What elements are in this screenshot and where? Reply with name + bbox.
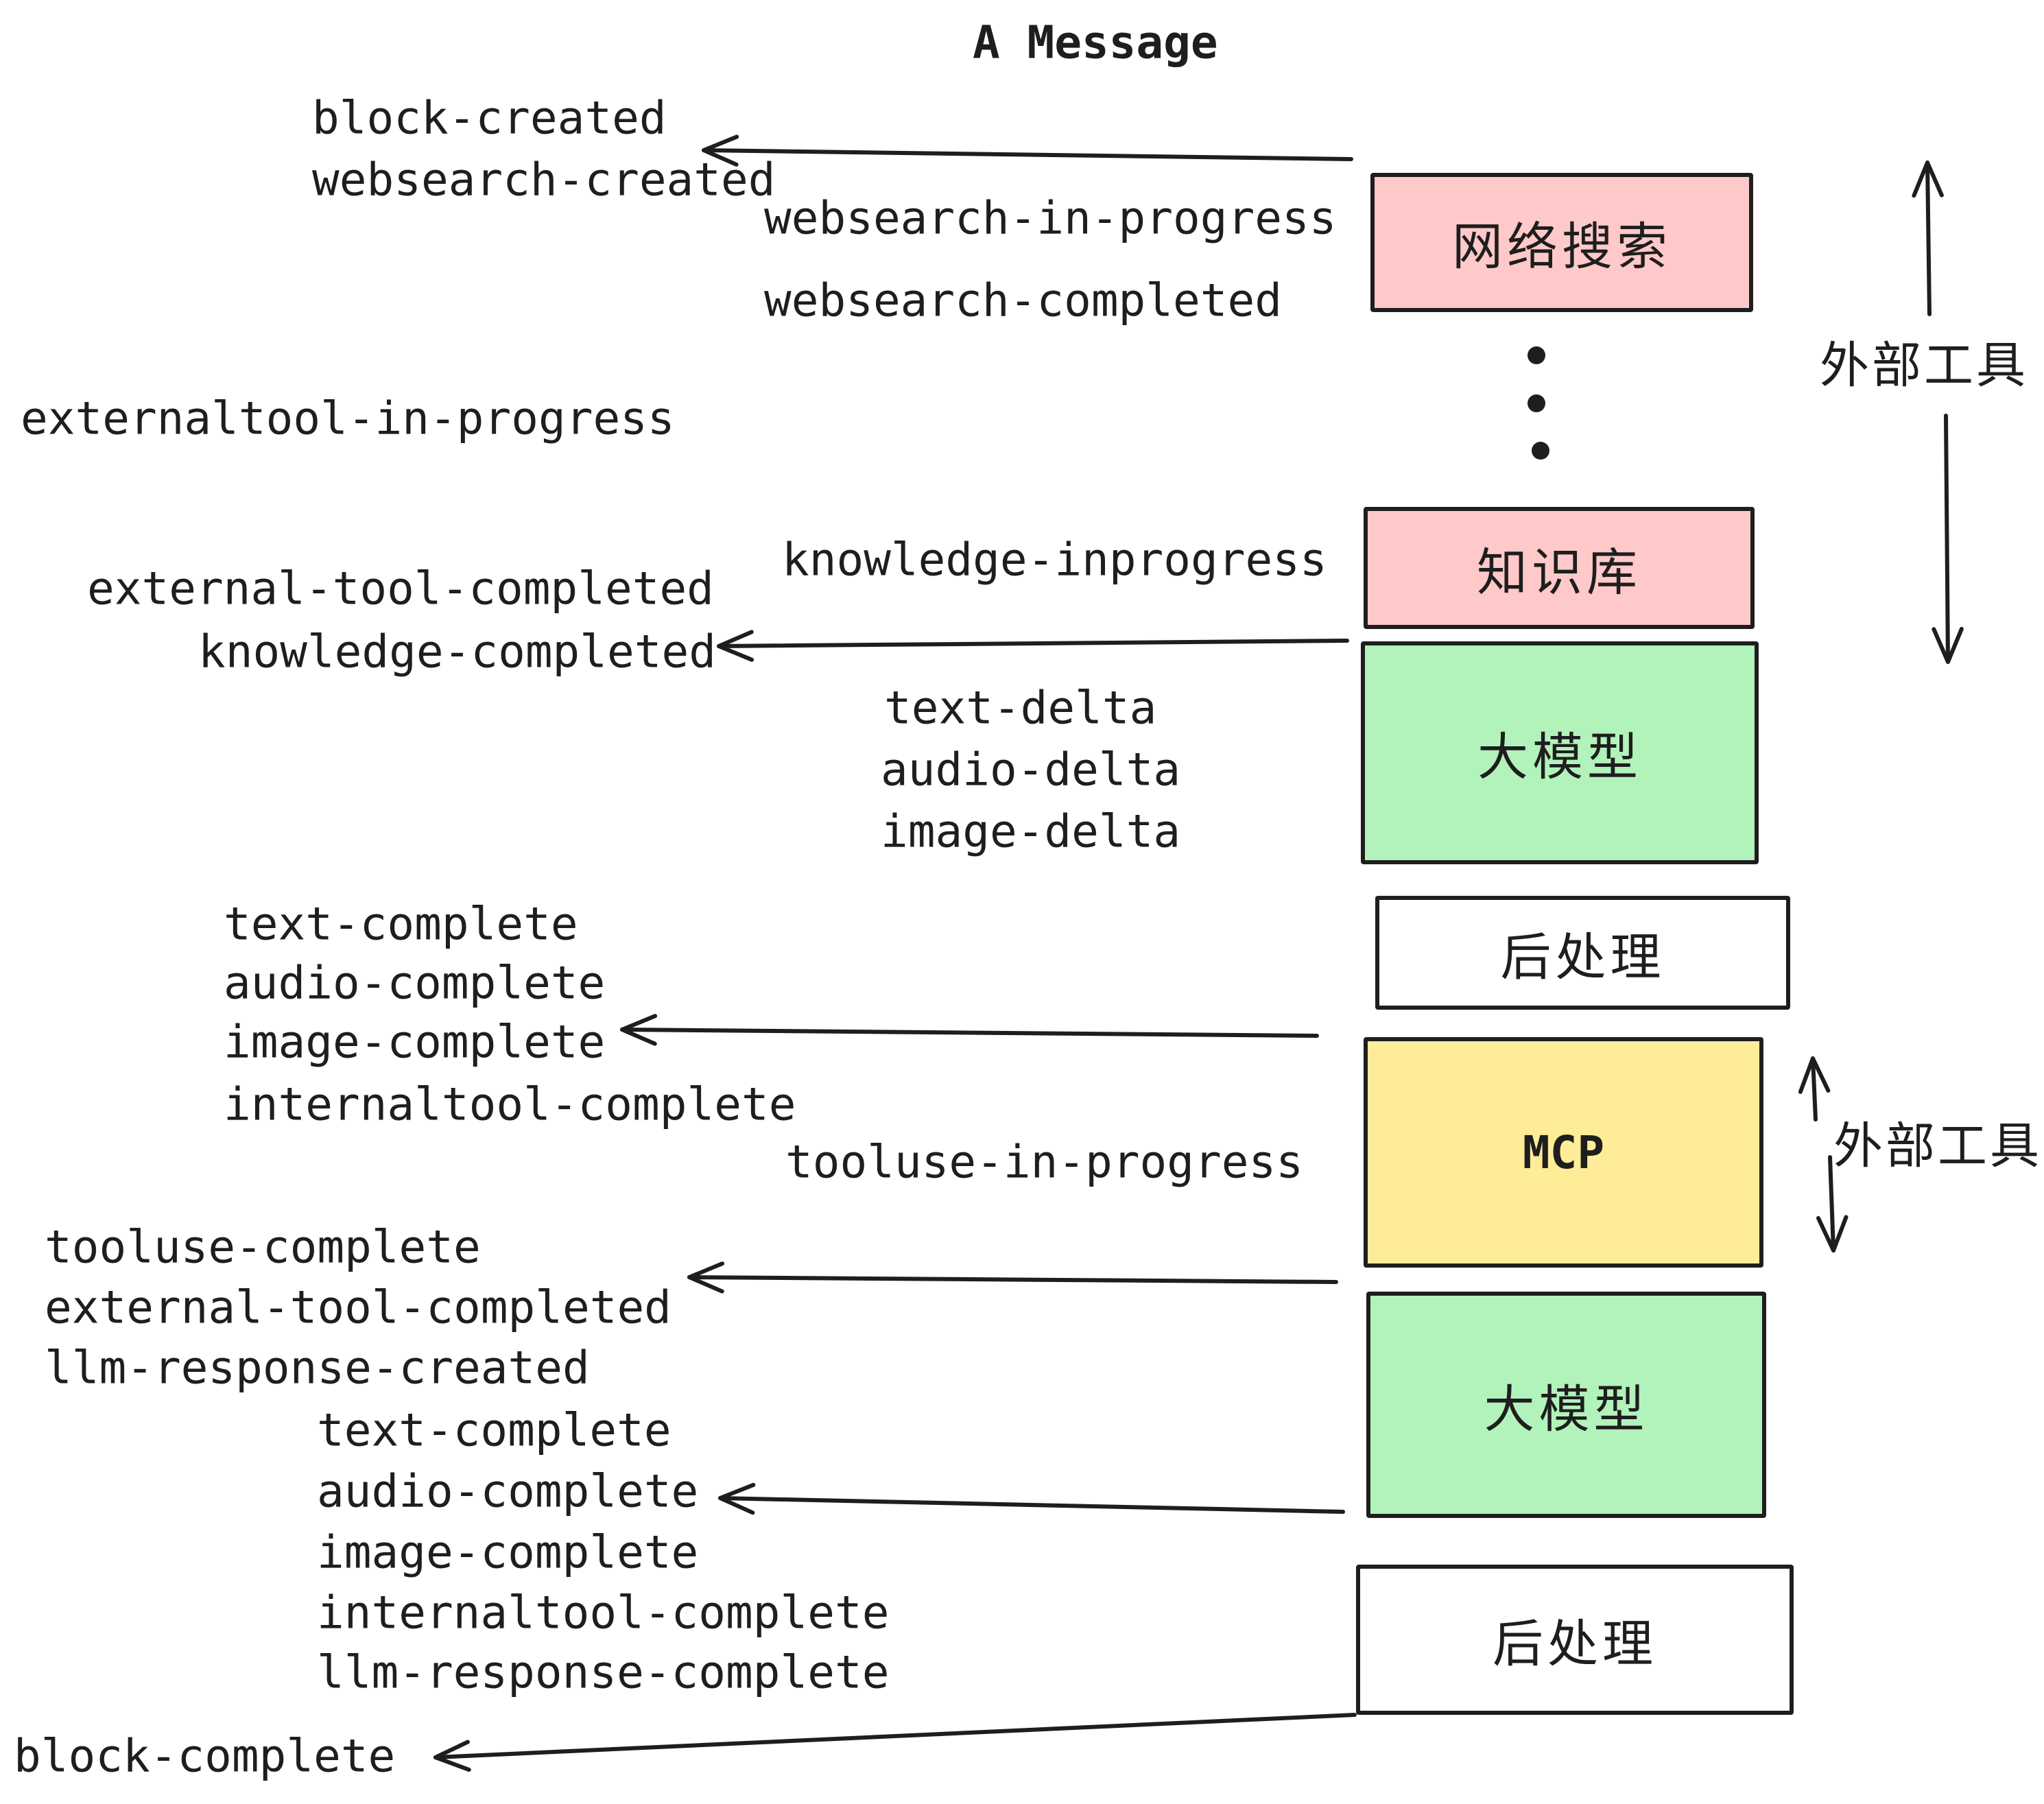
annotation-up-arrow (1798, 1056, 1831, 1121)
event-label: llm-response-created (45, 1341, 590, 1394)
event-label: knowledge-completed (198, 625, 716, 678)
node-box-llm-1: 大模型 (1361, 641, 1759, 864)
node-label: 后处理 (1493, 1615, 1657, 1672)
node-box-postprocess-2: 后处理 (1356, 1565, 1794, 1715)
event-label: image-complete (224, 1015, 606, 1069)
flow-arrow-to-tooluse-complete (687, 1261, 1338, 1294)
event-label: image-delta (881, 805, 1181, 858)
node-label: 后处理 (1500, 928, 1665, 986)
event-label: text-complete (317, 1403, 672, 1457)
event-label: websearch-created (312, 153, 776, 206)
flow-arrow-to-audio-complete (718, 1482, 1345, 1515)
node-box-llm-2: 大模型 (1366, 1292, 1766, 1518)
event-label: text-complete (224, 897, 578, 951)
node-box-mcp: MCP (1364, 1037, 1763, 1268)
diagram-title: A Message (973, 16, 1218, 69)
node-box-websearch: 网络搜索 (1370, 173, 1753, 312)
event-label: tooluse-in-progress (785, 1135, 1303, 1189)
annotation-up-arrow (1912, 161, 1944, 316)
ellipsis-dot (1532, 442, 1549, 460)
event-label: audio-complete (317, 1464, 699, 1518)
event-label: block-complete (14, 1729, 396, 1783)
node-label: 网络搜索 (1452, 218, 1672, 275)
event-label: block-created (312, 91, 667, 145)
node-label: 知识库 (1477, 543, 1641, 601)
event-label: text-delta (884, 681, 1157, 735)
ellipsis-dot (1528, 346, 1545, 364)
ellipsis-dot (1528, 394, 1545, 412)
event-label: knowledge-inprogress (782, 533, 1327, 586)
flow-arrow-to-block-complete (433, 1713, 1357, 1772)
annotation-down-arrow (1816, 1155, 1849, 1253)
node-label: 大模型 (1477, 728, 1642, 785)
event-label: audio-complete (224, 956, 606, 1010)
side-note-external-tools: 外部工具 (1833, 1119, 2043, 1174)
flow-arrow-to-image-complete (620, 1014, 1319, 1046)
event-label: tooluse-complete (45, 1220, 481, 1274)
event-label: websearch-in-progress (764, 191, 1337, 245)
node-label: MCP (1522, 1126, 1605, 1179)
event-label: internaltool-complete (317, 1586, 890, 1639)
node-box-knowledge: 知识库 (1364, 507, 1755, 629)
event-label: external-tool-completed (87, 562, 714, 615)
event-label: audio-delta (881, 743, 1181, 796)
flow-arrow-to-knowledge-completed (717, 630, 1349, 662)
event-label: externaltool-in-progress (21, 392, 675, 445)
annotation-down-arrow (1932, 414, 1964, 664)
event-label: llm-response-complete (317, 1646, 890, 1699)
event-label: internaltool-complete (224, 1078, 796, 1131)
node-box-postprocess-1: 后处理 (1375, 896, 1790, 1010)
event-label: websearch-completed (764, 274, 1282, 327)
flow-arrow-to-block-created (702, 134, 1353, 167)
node-label: 大模型 (1484, 1380, 1649, 1438)
event-label: image-complete (317, 1526, 699, 1579)
side-note-external-tools: 外部工具 (1820, 338, 2029, 394)
event-label: external-tool-completed (45, 1281, 672, 1334)
